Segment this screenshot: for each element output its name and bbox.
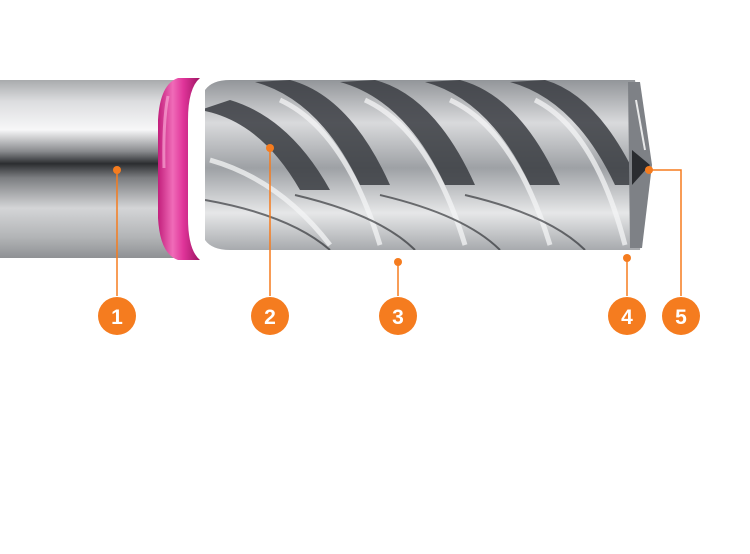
callout-badge-3: 3	[379, 297, 417, 335]
shank	[0, 80, 188, 258]
anchor-dot-3	[394, 258, 402, 266]
callout-badge-5: 5	[662, 297, 700, 335]
flute-highlights	[209, 97, 628, 247]
leader-lines	[116, 148, 682, 296]
anchor-dots	[113, 144, 653, 266]
leader-line-5	[649, 169, 682, 296]
callout-number-5: 5	[675, 306, 687, 329]
anchor-dot-2	[266, 144, 274, 152]
callout-number-4: 4	[621, 306, 633, 329]
collar-ring	[158, 78, 200, 260]
anchor-dot-1	[113, 166, 121, 174]
flute-dark-edges	[205, 194, 586, 250]
anchor-dot-4	[623, 254, 631, 262]
flute-section	[205, 80, 648, 250]
callout-number-2: 2	[264, 306, 276, 329]
callout-number-3: 3	[392, 306, 404, 329]
anchor-dot-5	[645, 166, 653, 174]
cutting-tip	[628, 82, 652, 248]
callout-badge-1: 1	[98, 297, 136, 335]
callout-number-1: 1	[111, 306, 123, 329]
helix-flutes	[205, 80, 640, 190]
callout-badge-2: 2	[251, 297, 289, 335]
callout-badge-4: 4	[608, 297, 646, 335]
